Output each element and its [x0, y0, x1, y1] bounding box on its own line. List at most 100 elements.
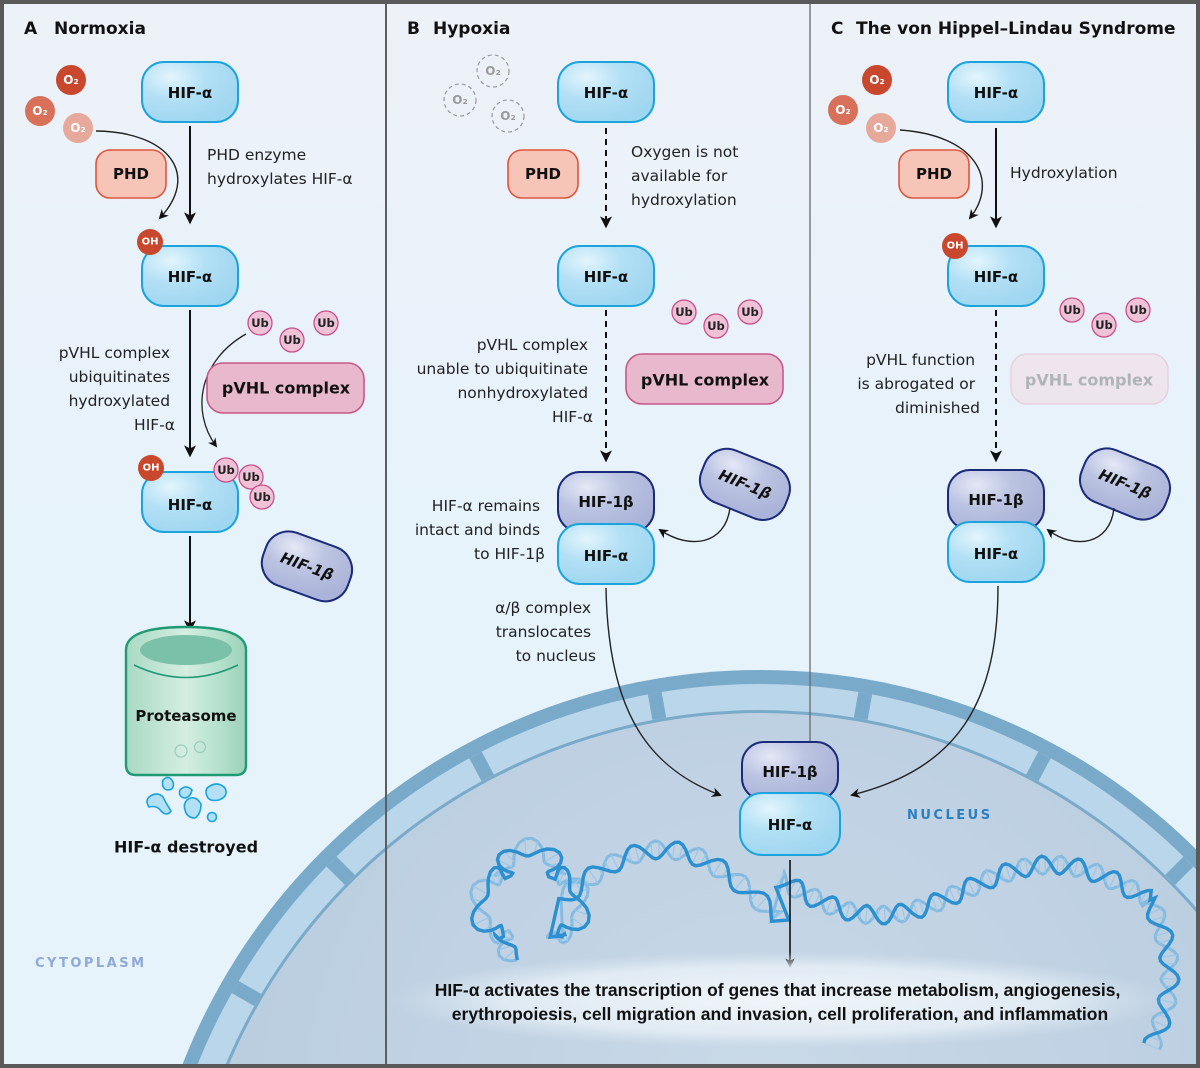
svg-text:O₂: O₂ — [835, 103, 850, 117]
svg-text:HIF-α: HIF-α — [584, 268, 628, 286]
hif-alpha-fragments — [146, 776, 227, 823]
hif-alpha-hydroxylated: HIF-α OH — [942, 233, 1045, 307]
dna-base-pair — [733, 876, 746, 891]
dna-base-pair — [755, 895, 769, 910]
dna-base-pair — [559, 867, 565, 885]
hif-alpha-protein: HIF-α — [141, 61, 239, 123]
outcome-text-glow — [390, 952, 1170, 1048]
cytoplasm-label: CYTOPLASM — [35, 956, 147, 971]
panel-b-hypoxia: B Hypoxia O₂ O₂ O₂ PHD HIF-α — [407, 19, 791, 797]
oh-group — [137, 229, 163, 255]
transcription-outcome-text: HIF-α activates the transcription of gen… — [435, 980, 1126, 1024]
dna-base-pair — [1004, 863, 1012, 881]
binding-arrow — [1046, 507, 1115, 543]
dna-base-pair — [1090, 864, 1099, 882]
ubiquitin: Ub — [703, 313, 729, 339]
ubiquitin: Ub — [1125, 297, 1151, 323]
svg-text:HIF-1β: HIF-1β — [578, 493, 634, 511]
dna-base-pair — [901, 904, 906, 922]
svg-text:O₂: O₂ — [452, 93, 467, 107]
dna-base-pair — [1143, 1042, 1160, 1051]
svg-text:Ub: Ub — [675, 305, 693, 319]
panel-c-step1-label: Hydroxylation — [1010, 164, 1118, 182]
pvhl-complex-impaired: pVHL complex — [1010, 353, 1169, 405]
dna-base-pair — [864, 905, 868, 924]
nuclear-pore — [231, 980, 262, 1007]
hif-alpha-beta-complex: HIF-1β HIF-α — [557, 471, 655, 585]
dna-base-pair — [1126, 881, 1137, 898]
panel-c-vhl-syndrome: C The von Hippel–Lindau Syndrome O₂ O₂ O… — [828, 19, 1176, 798]
oh-group — [942, 233, 968, 259]
panel-b-letter: B — [407, 19, 420, 39]
ubiquitin: Ub — [238, 464, 264, 490]
nuclear-pore — [853, 691, 873, 721]
svg-text:HIF-1β: HIF-1β — [762, 763, 818, 781]
dna-base-pair — [691, 848, 700, 865]
svg-text:Ub: Ub — [242, 470, 260, 484]
hif-alpha-hydroxylated: HIF-α OH — [137, 229, 239, 307]
dna-base-pair — [1160, 977, 1179, 980]
ubiquitination-arrow — [201, 333, 247, 448]
hif-alpha-protein: HIF-α — [557, 61, 655, 123]
o2-molecule: O₂ — [862, 65, 892, 95]
dna-base-pair — [472, 916, 490, 926]
svg-text:Ub: Ub — [741, 305, 759, 319]
svg-text:OH: OH — [947, 241, 964, 252]
ubiquitin: Ub — [313, 310, 339, 336]
dna-base-pair — [985, 870, 994, 888]
dna-base-pair — [1056, 856, 1059, 874]
dna-base-pair — [948, 887, 957, 904]
svg-text:HIF-α: HIF-α — [168, 496, 212, 514]
panel-c-step2-label: pVHL function is abrogated or diminished — [857, 351, 980, 417]
dna-base-pair — [712, 859, 724, 876]
svg-text:O₂: O₂ — [70, 121, 85, 135]
dna-base-pair — [587, 867, 599, 884]
nuclear-pores — [231, 691, 1194, 1007]
svg-text:OH: OH — [143, 463, 160, 474]
dna-base-pair — [571, 917, 585, 928]
oxygen-transfer-arrow — [899, 129, 984, 220]
nucleus-label: NUCLEUS — [907, 808, 993, 823]
oh-group — [138, 455, 164, 481]
svg-text:Ub: Ub — [253, 490, 271, 504]
svg-text:pVHL complex: pVHL complex — [641, 371, 770, 390]
o2-molecule-absent: O₂ — [476, 54, 510, 88]
ubiquitin: Ub — [213, 457, 239, 483]
hif-1-beta-protein: HIF-1β — [698, 447, 791, 521]
svg-text:Proteasome: Proteasome — [135, 707, 236, 725]
svg-text:O₂: O₂ — [63, 73, 78, 87]
nuclear-translocation-arrow-c — [850, 585, 999, 798]
ubiquitin: Ub — [247, 310, 273, 336]
ubiquitin: Ub — [1059, 297, 1085, 323]
svg-text:Ub: Ub — [1063, 303, 1081, 317]
dna-base-pair — [966, 878, 976, 896]
o2-molecule: O₂ — [828, 95, 858, 125]
svg-text:PHD: PHD — [525, 165, 561, 183]
dna-base-pair — [1151, 1020, 1169, 1028]
nuclear-pore — [647, 691, 667, 721]
hif-alpha-subunit — [947, 521, 1045, 583]
svg-text:HIF-α: HIF-α — [768, 816, 812, 834]
nuclear-pore — [1165, 856, 1194, 885]
dna-base-pair — [883, 906, 886, 924]
svg-text:HIF-α: HIF-α — [974, 545, 1018, 563]
o2-molecule: O₂ — [63, 113, 93, 143]
svg-text:pVHL complex: pVHL complex — [1025, 371, 1154, 390]
svg-text:Ub: Ub — [317, 316, 335, 330]
dna-base-pair — [1147, 907, 1162, 915]
panel-a-step2-label: pVHL complex ubiquitinates hydroxylated … — [59, 344, 175, 434]
svg-text:HIF-α: HIF-α — [974, 84, 1018, 102]
oxygen-transfer-arrow — [95, 130, 179, 220]
svg-text:Ub: Ub — [251, 316, 269, 330]
phd-enzyme: PHD — [95, 149, 167, 199]
dna-base-pair — [650, 842, 654, 858]
dna-base-pair — [544, 852, 560, 863]
svg-text:O₂: O₂ — [32, 104, 47, 118]
svg-text:HIF-α: HIF-α — [974, 268, 1018, 286]
dna-base-pair — [1108, 871, 1118, 889]
dna-base-pair — [671, 842, 676, 859]
svg-text:Ub: Ub — [707, 319, 725, 333]
panel-c-title: The von Hippel–Lindau Syndrome — [856, 19, 1176, 39]
